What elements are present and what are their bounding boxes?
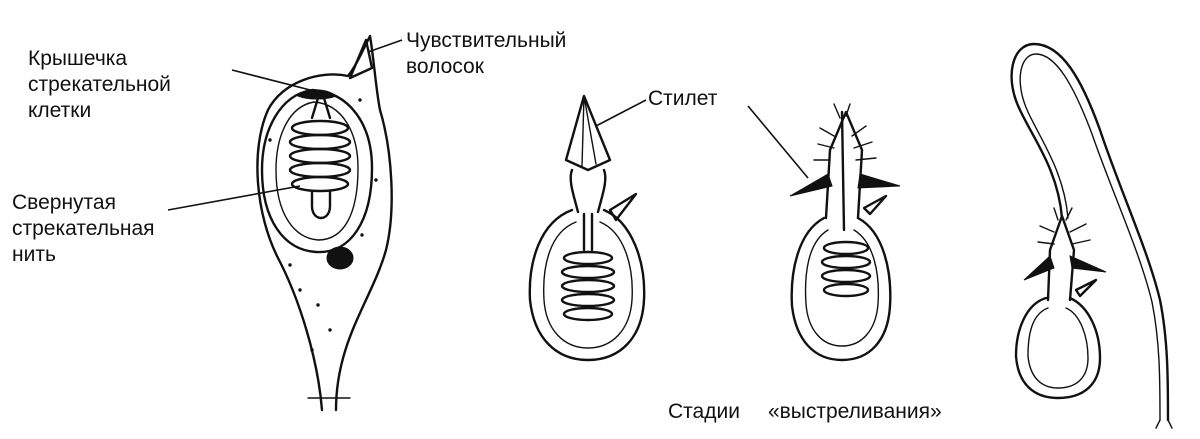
sensitive-hair-label-line-2: волосок (406, 55, 484, 78)
firing-word: «выстреливания» (767, 400, 942, 423)
lid-label: Крышечка стрекательной клетки (28, 46, 171, 124)
stages-word: Стадии (668, 400, 740, 423)
firing-stage-2 (789, 103, 901, 362)
coiled-thread-label: Свернутая стрекательная нить (12, 190, 155, 268)
firing-stage-1 (528, 94, 646, 362)
coiled-thread-label-line-2: стрекательная (12, 217, 155, 240)
leader-lid (231, 69, 319, 93)
leader-hair (367, 39, 403, 53)
leader-thread (167, 185, 301, 211)
stylet-label: Стилет (648, 87, 718, 110)
coiled-thread-label-line-1: Свернутая (12, 191, 116, 214)
leader-stylet-2 (747, 105, 809, 179)
cnidocyte-cell (256, 34, 393, 412)
firing-stages-caption: Стадии «выстреливания» (668, 399, 942, 425)
sensitive-hair-label-line-1: Чувствительный (406, 29, 567, 52)
lid-label-line-3: клетки (28, 99, 92, 122)
coiled-thread-label-line-3: нить (12, 243, 56, 266)
lid-label-line-1: Крышечка (28, 47, 128, 70)
sensitive-hair-label: Чувствительный волосок (406, 28, 566, 80)
lid-label-line-2: стрекательной (28, 73, 171, 96)
firing-stage-3 (1010, 42, 1173, 429)
leader-stylet-1 (595, 99, 647, 127)
